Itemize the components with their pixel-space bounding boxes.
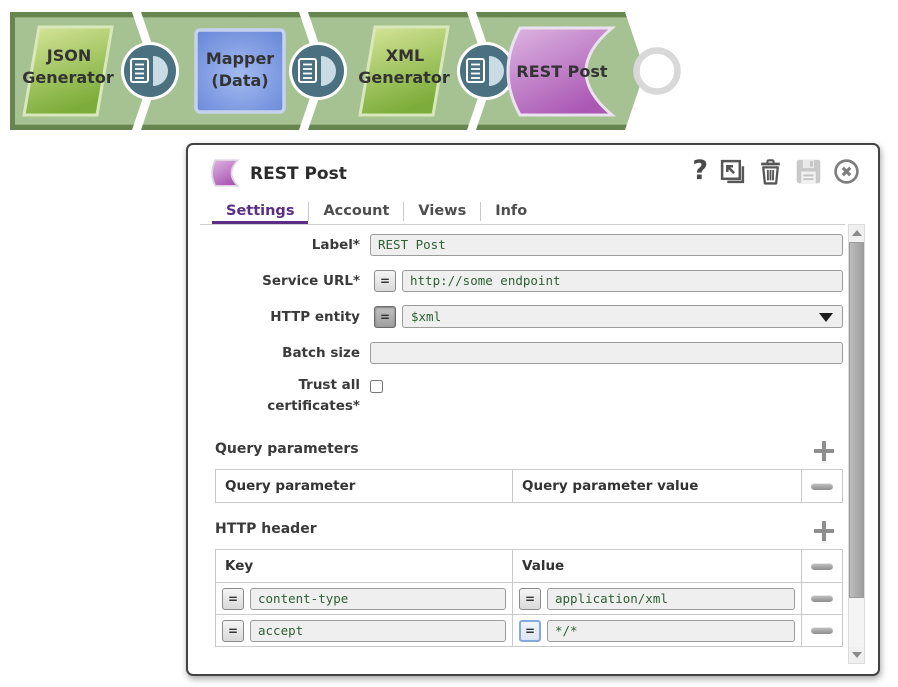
trust-certificates-checkbox[interactable] [370, 380, 383, 393]
save-icon[interactable] [795, 158, 822, 185]
close-icon[interactable] [833, 158, 860, 185]
pipeline-tile-left-bevel [10, 12, 15, 130]
help-icon[interactable]: ? [692, 156, 708, 186]
snap-rest-post[interactable]: REST Post [508, 28, 612, 115]
field-label: Service URL* [200, 273, 360, 289]
trash-icon[interactable] [757, 158, 784, 185]
add-query-parameter-icon[interactable] [812, 439, 836, 463]
table-row: = = [216, 583, 843, 615]
snap-json-generator[interactable]: JSON Generator [22, 27, 114, 115]
snap-label: Mapper [206, 49, 274, 68]
table-header-row: Query parameter Query parameter value [216, 470, 843, 503]
column-header: Key [216, 550, 513, 583]
snap-label: Generator [22, 68, 114, 87]
query-parameters-table: Query parameter Query parameter value [215, 469, 843, 503]
remove-row-cell [802, 550, 843, 583]
label-input[interactable] [370, 234, 843, 256]
dialog-title: REST Post [250, 164, 347, 184]
connector-doc-stream-icon[interactable] [457, 42, 515, 100]
snap-label: REST Post [516, 62, 608, 81]
open-output-circle[interactable] [637, 51, 678, 92]
field-label: Batch size [200, 345, 360, 361]
field-row-batch-size: Batch size [200, 341, 843, 364]
remove-row-cell [802, 615, 843, 647]
field-label: HTTP entity [200, 309, 360, 325]
expression-toggle-button[interactable]: = [374, 306, 396, 328]
snap-label: (Data) [211, 71, 268, 90]
snap-mapper[interactable]: Mapper (Data) [196, 30, 284, 112]
pipeline-canvas: JSON Generator Mapper (Data) [0, 0, 700, 140]
field-row-http-entity: HTTP entity = $xml [200, 305, 843, 328]
remove-row-icon[interactable] [811, 483, 833, 490]
remove-row-cell [802, 470, 843, 503]
remove-row-icon[interactable] [811, 563, 833, 570]
remove-row-icon[interactable] [811, 627, 833, 634]
snap-xml-generator[interactable]: XML Generator [358, 27, 450, 115]
expression-toggle-button[interactable]: = [519, 620, 541, 642]
tab-views[interactable]: Views [404, 203, 480, 224]
popout-icon[interactable] [719, 158, 746, 185]
expression-toggle-button[interactable]: = [519, 588, 541, 610]
header-value-input[interactable] [547, 620, 795, 642]
column-header: Query parameter [216, 470, 513, 503]
rest-post-snap-icon [210, 158, 242, 188]
scroll-down-icon[interactable] [849, 647, 864, 663]
dialog-toolbar: ? [692, 156, 860, 186]
field-row-label: Label* [200, 233, 843, 256]
settings-form: Label* Service URL* = HTTP entity = $xml [200, 233, 843, 433]
snap-label: XML [386, 46, 424, 65]
table-header-row: Key Value [216, 550, 843, 583]
http-header-heading: HTTP header [215, 521, 317, 537]
connector-doc-stream-icon[interactable] [121, 42, 179, 100]
dialog-scrollbar[interactable] [848, 224, 865, 664]
http-header-table: Key Value = = [215, 549, 843, 647]
header-key-input[interactable] [250, 588, 506, 610]
tab-info[interactable]: Info [481, 203, 541, 224]
snap-settings-dialog: REST Post ? [186, 143, 880, 676]
dialog-tabs: Settings Account Views Info [212, 200, 541, 224]
expression-toggle-button[interactable]: = [374, 270, 396, 292]
batch-size-input[interactable] [370, 342, 843, 364]
query-parameters-heading: Query parameters [215, 441, 359, 457]
field-label: Label* [200, 237, 360, 253]
chevron-down-icon [819, 313, 833, 322]
http-entity-value: $xml [411, 309, 441, 324]
remove-row-cell [802, 583, 843, 615]
service-url-input[interactable] [402, 270, 843, 292]
tab-account[interactable]: Account [309, 203, 403, 224]
scroll-up-icon[interactable] [849, 225, 864, 241]
column-header: Query parameter value [513, 470, 802, 503]
scrollbar-thumb[interactable] [849, 242, 864, 598]
connector-doc-stream-icon[interactable] [289, 42, 347, 100]
expression-toggle-button[interactable]: = [222, 588, 244, 610]
field-row-trust-certificates: Trust all certificates* [200, 377, 843, 425]
column-header: Value [513, 550, 802, 583]
tab-settings[interactable]: Settings [212, 203, 308, 224]
remove-row-icon[interactable] [811, 595, 833, 602]
header-value-input[interactable] [547, 588, 795, 610]
field-label: Trust all certificates* [200, 377, 360, 414]
header-key-input[interactable] [250, 620, 506, 642]
table-row: = = [216, 615, 843, 647]
snap-label: JSON [46, 46, 91, 65]
snap-label: Generator [358, 68, 450, 87]
field-row-service-url: Service URL* = [200, 269, 843, 292]
add-http-header-icon[interactable] [812, 519, 836, 543]
expression-toggle-button[interactable]: = [222, 620, 244, 642]
tabs-divider [200, 224, 845, 225]
http-entity-select[interactable]: $xml [402, 305, 843, 328]
